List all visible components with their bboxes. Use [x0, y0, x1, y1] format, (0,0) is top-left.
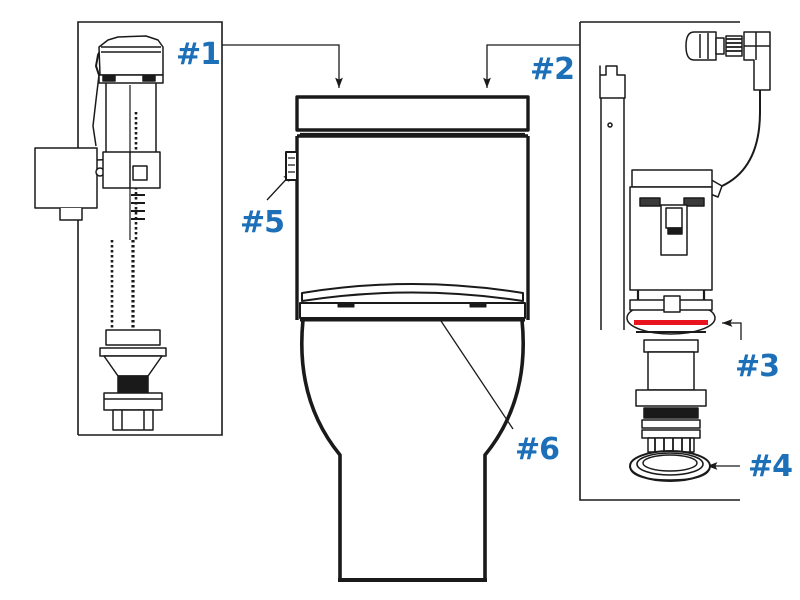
shank-base — [105, 329, 161, 346]
cone-taper — [103, 355, 163, 377]
tank-lid — [295, 95, 530, 132]
shank-washer — [643, 407, 699, 419]
collar-threads — [726, 38, 742, 52]
leader-line-1 — [222, 44, 343, 88]
leader-line-3 — [722, 319, 742, 340]
callout-leader-lines — [222, 44, 742, 470]
actuator-cable — [721, 111, 761, 187]
button-stem — [715, 37, 725, 55]
valve-shank — [647, 351, 695, 391]
coupling-flutes — [121, 410, 145, 430]
seat-lid — [301, 283, 524, 302]
seal-center-post — [663, 295, 681, 313]
housing-seams — [744, 32, 770, 60]
gasket-outer-rim — [629, 465, 711, 481]
body-label-left — [639, 197, 661, 207]
coupling-nut — [112, 409, 154, 431]
right-detail-frame — [579, 22, 740, 501]
collar-tab-left — [102, 75, 116, 82]
lock-nut — [103, 392, 163, 411]
bowl-right-profile — [483, 319, 526, 580]
adjust-slider — [665, 207, 683, 229]
seat-bumper-left — [337, 302, 355, 308]
scale-marks — [131, 194, 145, 220]
shank-flange — [635, 389, 707, 407]
callout-label-4: #4 — [748, 449, 793, 484]
tube-hole — [607, 122, 613, 128]
slider-grip — [667, 227, 683, 235]
leader-line-2 — [483, 44, 580, 88]
overflow-tube — [600, 98, 625, 330]
bowl-left-profile — [299, 319, 342, 580]
gasket-inner-2 — [642, 454, 698, 472]
button-ribs — [699, 33, 709, 59]
collar-flutes — [654, 438, 691, 452]
lever-ribs — [288, 157, 295, 173]
tank-trip-lever — [285, 151, 298, 181]
flush-valve-assembly — [599, 31, 771, 482]
seat-ring — [299, 302, 526, 319]
valve-flange — [99, 347, 167, 357]
toilet-center-view — [285, 95, 530, 582]
callout-label-5: #5 — [240, 205, 285, 240]
adjust-window — [132, 165, 148, 181]
flapper-seal-red — [634, 320, 708, 325]
lock-ring-b — [641, 429, 701, 439]
collar-tab-right — [142, 75, 156, 82]
push-button-cap — [685, 31, 717, 61]
overflow-tube-top — [599, 65, 626, 99]
fill-valve-assembly — [34, 35, 167, 431]
callout-label-3: #3 — [735, 349, 780, 384]
float-arm-lower — [92, 74, 100, 147]
valve-midbody — [102, 151, 161, 189]
float-cup — [34, 147, 98, 209]
valve-body-top — [631, 169, 713, 188]
leader-line-6 — [430, 305, 514, 430]
valve-shoulder — [643, 339, 699, 353]
callout-label-6: #6 — [515, 432, 560, 467]
callout-label-2: #2 — [530, 52, 575, 87]
rubber-washer — [117, 375, 149, 394]
actuator-housing — [743, 31, 771, 91]
float-cup-stub — [59, 208, 83, 221]
callout-label-1: #1 — [176, 37, 221, 72]
body-label-right — [683, 197, 705, 207]
seat-bumper-right — [469, 302, 487, 308]
lock-ring-a — [641, 419, 701, 429]
valve-cap — [98, 35, 164, 76]
